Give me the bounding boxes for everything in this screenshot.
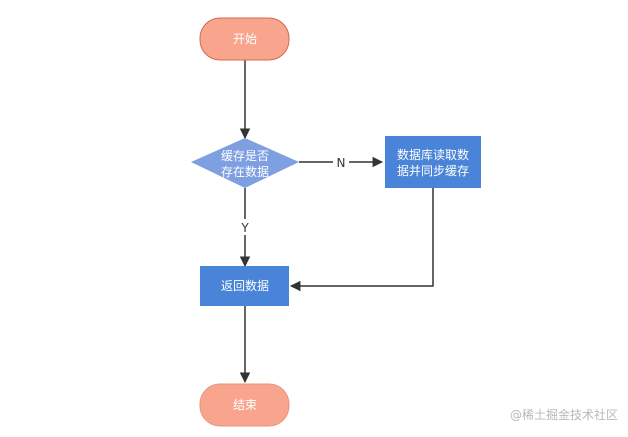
start-node-label: 开始	[233, 32, 257, 46]
start-node	[199, 17, 290, 61]
return-node	[200, 266, 289, 306]
edge-label-y-bg	[237, 219, 253, 235]
db-read-node-label-line1: 数据库读取数	[397, 147, 469, 162]
edge-label-n-bg	[333, 154, 349, 170]
decision-node-label-line1: 缓存是否	[221, 149, 269, 163]
edge-db-to-return	[289, 188, 434, 292]
end-node	[199, 383, 290, 427]
decision-node-label-line2: 存在数据	[221, 164, 269, 179]
watermark: @稀土掘金技术社区	[509, 408, 618, 422]
end-node-label: 结束	[233, 398, 257, 412]
edge-label-y: Y	[240, 221, 249, 235]
db-read-node-label-line2: 据并同步缓存	[397, 164, 469, 178]
edge-label-n: N	[337, 156, 346, 170]
db-read-node	[385, 136, 481, 188]
return-node-label: 返回数据	[221, 278, 269, 293]
decision-node	[191, 138, 299, 188]
